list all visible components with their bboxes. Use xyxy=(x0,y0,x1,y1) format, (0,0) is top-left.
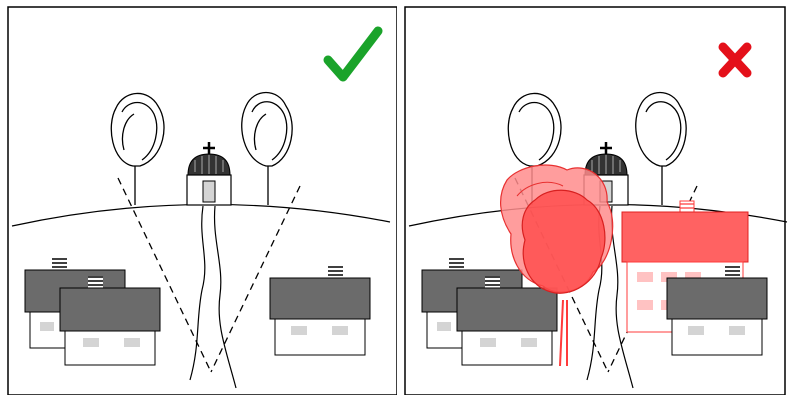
panel-correct xyxy=(0,0,397,395)
scene-incorrect xyxy=(397,0,794,395)
tree-left xyxy=(111,93,164,205)
scene-correct xyxy=(0,0,397,395)
house-front-left xyxy=(457,276,557,365)
house-front-left xyxy=(60,276,160,365)
chapel xyxy=(187,142,231,205)
cross-icon xyxy=(723,47,747,73)
house-right xyxy=(270,266,370,355)
tree-right xyxy=(636,93,686,206)
path xyxy=(190,206,236,388)
house-right xyxy=(667,266,767,355)
hill-line xyxy=(12,204,390,226)
checkmark-icon xyxy=(328,31,378,77)
panel-incorrect xyxy=(397,0,794,395)
tree-right xyxy=(242,93,292,206)
